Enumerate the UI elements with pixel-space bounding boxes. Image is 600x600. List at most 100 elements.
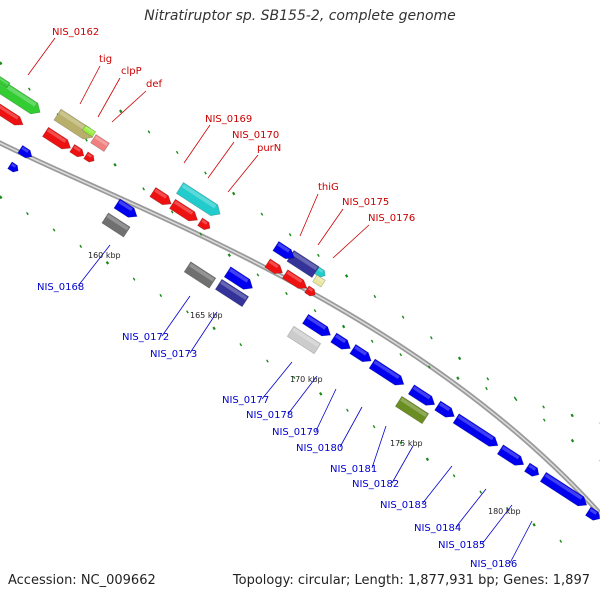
feature-red-e[interactable] bbox=[264, 258, 286, 277]
scale-label-165: 165 kbp bbox=[190, 311, 223, 320]
gc-tick bbox=[199, 232, 203, 236]
gene-label-NIS_0182[interactable]: NIS_0182 bbox=[352, 479, 399, 490]
gene-label-tig[interactable]: tig bbox=[99, 54, 112, 65]
leader-line bbox=[332, 224, 370, 259]
feature-blue-p[interactable] bbox=[584, 506, 600, 523]
feature-clpP[interactable] bbox=[90, 134, 110, 152]
gc-tick bbox=[85, 138, 88, 142]
gene-label-NIS_0162[interactable]: NIS_0162 bbox=[52, 27, 99, 38]
feature-blue-b[interactable] bbox=[7, 161, 21, 174]
feature-red-b[interactable] bbox=[42, 126, 73, 153]
feature-red-g[interactable] bbox=[304, 285, 318, 298]
label-leader-lines bbox=[27, 37, 533, 564]
feature-thiG[interactable] bbox=[286, 249, 320, 279]
gene-label-NIS_0178[interactable]: NIS_0178 bbox=[246, 410, 293, 421]
gc-tick bbox=[239, 343, 243, 347]
feature-blue-a[interactable] bbox=[17, 144, 35, 160]
gene-label-NIS_0184[interactable]: NIS_0184 bbox=[414, 523, 461, 534]
feature-blue-i[interactable] bbox=[368, 358, 407, 389]
leader-line bbox=[481, 504, 513, 545]
gc-skew-ticks bbox=[0, 61, 600, 543]
gc-tick bbox=[256, 273, 260, 277]
gene-label-NIS_0170[interactable]: NIS_0170 bbox=[232, 130, 279, 141]
feature-blue-d[interactable] bbox=[272, 240, 297, 262]
leader-line bbox=[189, 311, 218, 354]
feature-NIS_0180[interactable] bbox=[394, 395, 430, 425]
gene-label-thiG[interactable]: thiG bbox=[318, 182, 339, 193]
gc-tick bbox=[542, 418, 546, 422]
feature-blue-g[interactable] bbox=[330, 332, 354, 353]
feature-blue-m[interactable] bbox=[496, 444, 526, 469]
gc-tick bbox=[570, 413, 574, 418]
feature-tig-inner[interactable] bbox=[81, 124, 97, 138]
gene-label-NIS_0173[interactable]: NIS_0173 bbox=[150, 349, 197, 360]
gc-tick bbox=[373, 294, 377, 299]
feature-tig[interactable] bbox=[53, 108, 96, 143]
leader-line bbox=[371, 425, 387, 469]
feature-red-d[interactable] bbox=[83, 151, 97, 164]
leader-line bbox=[391, 445, 414, 484]
gc-tick bbox=[285, 291, 288, 296]
feature-blue-l[interactable] bbox=[452, 413, 501, 450]
feature-purN[interactable] bbox=[175, 182, 223, 219]
feature-red-f[interactable] bbox=[281, 269, 309, 293]
gc-tick bbox=[570, 438, 575, 443]
leader-line bbox=[97, 77, 121, 118]
feature-blue-h[interactable] bbox=[349, 343, 374, 365]
gene-label-NIS_0180[interactable]: NIS_0180 bbox=[296, 443, 343, 454]
gene-label-NIS_0179[interactable]: NIS_0179 bbox=[272, 427, 319, 438]
feature-red-a[interactable] bbox=[0, 100, 26, 129]
gc-tick bbox=[457, 356, 462, 361]
gc-tick bbox=[344, 274, 349, 278]
gc-tick bbox=[319, 392, 323, 396]
gc-tick bbox=[313, 309, 317, 313]
leader-line bbox=[207, 141, 235, 179]
feature-NIS_0173[interactable] bbox=[214, 278, 250, 308]
gene-label-NIS_0181[interactable]: NIS_0181 bbox=[330, 464, 377, 475]
feature-NIS_0168[interactable] bbox=[101, 212, 131, 238]
feature-NIS_0170[interactable] bbox=[169, 198, 200, 225]
feature-NIS_0177[interactable] bbox=[286, 325, 322, 355]
gene-label-clpP[interactable]: clpP bbox=[121, 66, 142, 77]
gene-label-def[interactable]: def bbox=[146, 79, 163, 90]
gc-tick bbox=[227, 253, 232, 257]
feature-blue-k[interactable] bbox=[434, 400, 458, 421]
feature-green-a[interactable] bbox=[0, 71, 11, 89]
feature-blue-c[interactable] bbox=[113, 198, 140, 221]
feature-red-c[interactable] bbox=[69, 143, 87, 159]
feature-blue-j[interactable] bbox=[407, 384, 437, 409]
gc-tick bbox=[260, 212, 264, 216]
leader-line bbox=[339, 406, 363, 448]
gene-label-NIS_0175[interactable]: NIS_0175 bbox=[342, 197, 389, 208]
gene-label-purN[interactable]: purN bbox=[257, 143, 281, 154]
feature-purN-red[interactable] bbox=[197, 217, 213, 232]
gc-tick bbox=[506, 506, 509, 511]
gc-tick bbox=[292, 375, 296, 380]
leader-line bbox=[27, 37, 56, 76]
feature-NIS_0169[interactable] bbox=[149, 186, 174, 208]
gc-tick bbox=[204, 171, 207, 175]
gc-tick bbox=[425, 457, 430, 462]
gene-label-NIS_0168[interactable]: NIS_0168 bbox=[37, 282, 84, 293]
feature-blue-o[interactable] bbox=[539, 471, 590, 510]
accession-text: Accession: NC_009662 bbox=[8, 573, 156, 588]
feature-NIS_0172[interactable] bbox=[183, 261, 217, 289]
gene-label-NIS_0185[interactable]: NIS_0185 bbox=[438, 540, 485, 551]
leader-line bbox=[455, 488, 487, 528]
feature-blue-e[interactable] bbox=[223, 266, 256, 293]
gene-label-NIS_0176[interactable]: NIS_0176 bbox=[368, 213, 415, 224]
gene-label-NIS_0177[interactable]: NIS_0177 bbox=[222, 395, 269, 406]
gene-label-NIS_0183[interactable]: NIS_0183 bbox=[380, 500, 427, 511]
feature-blue-f[interactable] bbox=[302, 313, 333, 340]
gene-label-NIS_0186[interactable]: NIS_0186 bbox=[470, 559, 517, 570]
gene-label-NIS_0172[interactable]: NIS_0172 bbox=[122, 332, 169, 343]
gc-tick bbox=[142, 187, 145, 191]
gene-label-NIS_0169[interactable]: NIS_0169 bbox=[205, 114, 252, 125]
leader-line bbox=[421, 465, 453, 505]
feature-NIS_0176[interactable] bbox=[312, 274, 326, 288]
gc-tick bbox=[401, 315, 405, 319]
leader-line bbox=[227, 154, 259, 193]
feature-NIS_0175[interactable] bbox=[314, 266, 328, 279]
feature-blue-n[interactable] bbox=[523, 462, 541, 479]
gc-tick bbox=[132, 277, 136, 281]
